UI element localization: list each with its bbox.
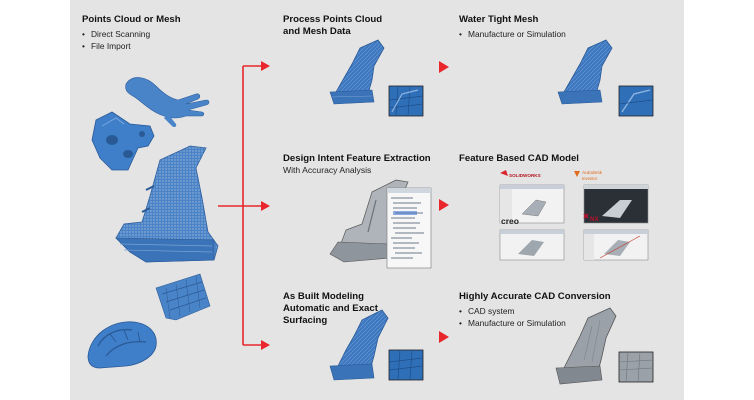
feature-extraction-subtitle: With Accuracy Analysis xyxy=(283,165,372,175)
watertight-title: Water Tight Mesh xyxy=(459,14,539,25)
source-title: Points Cloud or Mesh xyxy=(82,14,181,25)
arrow-right-icon xyxy=(439,331,449,343)
arrow-right-icon xyxy=(261,61,270,71)
watertight-zoom-inset xyxy=(618,85,654,117)
processed-mesh-zoom-inset xyxy=(388,85,424,117)
creo-logo: creo xyxy=(501,216,519,226)
autodesk-logo-mark xyxy=(574,171,580,177)
cad-conversion-title: Highly Accurate CAD Conversion xyxy=(459,291,611,302)
scanned-bracket-mesh xyxy=(91,111,155,171)
nx-logo-mark xyxy=(583,213,589,219)
source-section: Points Cloud or Mesh Direct Scanning Fil… xyxy=(82,14,232,52)
as-built-zoom-inset xyxy=(388,349,424,381)
as-built-modeling-title: As Built Modeling Automatic and Exact Su… xyxy=(283,291,378,326)
cad-conversion-blade xyxy=(555,307,617,385)
scanned-hand-mesh xyxy=(125,77,210,128)
nx-logo: NX xyxy=(590,216,599,223)
autodesk-logo: Autodesk xyxy=(582,170,603,176)
cad-conversion-zoom-inset xyxy=(618,351,654,383)
cad-model-title: Feature Based CAD Model xyxy=(459,153,579,164)
cad-conversion-bullet-system: CAD system xyxy=(459,305,649,317)
autodesk-logo-sub: Inventor xyxy=(582,176,598,181)
cad-conversion-bullets: CAD system Manufacture or Simulation xyxy=(459,305,649,329)
watertight-bullet-manufacture: Manufacture or Simulation xyxy=(459,28,639,40)
solidworks-logo: SOLIDWORKS xyxy=(509,173,541,178)
feature-extraction-section: Design Intent Feature Extraction With Ac… xyxy=(283,153,453,176)
cad-conversion-bullet-manufacture: Manufacture or Simulation xyxy=(459,317,649,329)
processed-mesh-blade xyxy=(329,39,385,105)
arrow-right-icon xyxy=(439,61,449,73)
point-cloud-blade xyxy=(115,145,219,263)
scanned-tiles-mesh xyxy=(155,273,211,321)
feature-extraction-title: Design Intent Feature Extraction xyxy=(283,153,431,164)
cad-conversion-section: Highly Accurate CAD Conversion CAD syste… xyxy=(459,291,649,329)
scanned-helmet-mesh xyxy=(87,321,157,369)
cad-software-grid xyxy=(499,170,649,261)
source-bullets: Direct Scanning File Import xyxy=(82,28,232,52)
branch-connector xyxy=(218,61,270,350)
process-mesh-title: Process Points Cloud and Mesh Data xyxy=(283,14,383,37)
feature-tree-panel xyxy=(386,187,432,269)
watertight-bullets: Manufacture or Simulation xyxy=(459,28,639,40)
source-bullet-import: File Import xyxy=(82,40,232,52)
arrow-right-icon xyxy=(439,199,449,211)
arrow-right-icon xyxy=(261,201,270,211)
watertight-section: Water Tight Mesh Manufacture or Simulati… xyxy=(459,14,639,40)
source-bullet-scanning: Direct Scanning xyxy=(82,28,232,40)
arrow-right-icon xyxy=(261,340,270,350)
watertight-mesh-blade xyxy=(557,39,613,105)
solidworks-logo-mark xyxy=(500,170,508,176)
as-built-blade xyxy=(329,309,389,381)
